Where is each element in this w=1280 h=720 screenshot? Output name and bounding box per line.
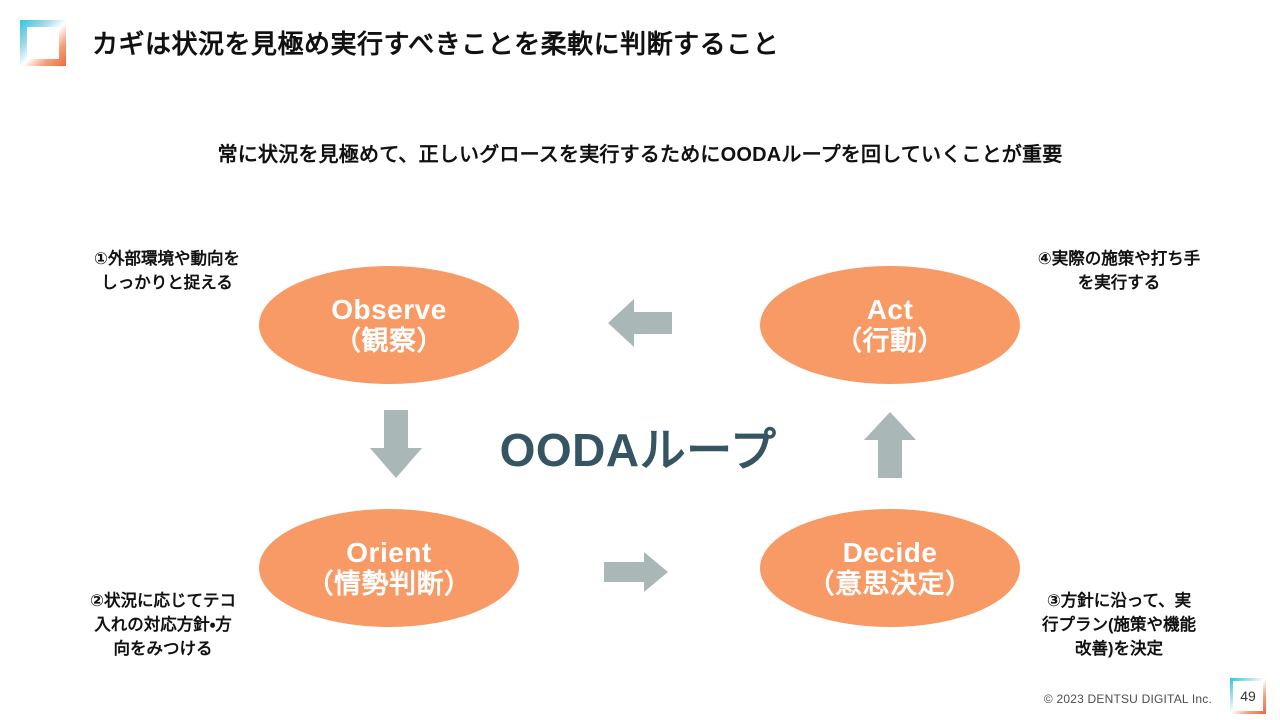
diagram-center-label: OODAループ — [499, 424, 777, 476]
page-title: カギは状況を見極め実行すべきことを柔軟に判断すること — [92, 29, 780, 59]
subtitle-text: 常に状況を見極めて、正しいグロースを実行するためにOODAループを回していくこと… — [217, 144, 1063, 166]
node-decide-en: Decide — [842, 537, 938, 569]
page-number-value: 49 — [1233, 681, 1263, 711]
node-act[interactable]: Act （行動） — [760, 266, 1020, 384]
node-decide[interactable]: Decide （意思決定） — [760, 509, 1020, 627]
annotation-act: ④実際の施策や打ち手 を実行する — [1037, 250, 1201, 292]
node-observe-jp: （観察） — [334, 325, 444, 356]
arrow-left-icon — [608, 295, 672, 351]
node-orient-en: Orient — [346, 537, 432, 569]
node-act-jp: （行動） — [835, 325, 945, 356]
arrow-up-icon — [862, 412, 918, 478]
copyright-text: © 2023 DENTSU DIGITAL Inc. — [1043, 692, 1212, 706]
page-number-badge: 49 — [1230, 678, 1266, 714]
gradient-square-logo-icon — [20, 20, 66, 66]
annotation-observe: ①外部環境や動向を しっかりと捉える — [94, 250, 240, 292]
logo-inner-fill — [27, 27, 59, 59]
node-orient-jp: （情勢判断） — [306, 568, 472, 599]
node-orient[interactable]: Orient （情勢判断） — [259, 509, 519, 627]
node-act-en: Act — [866, 294, 914, 326]
annotation-orient: ②状況に応じてテコ 入れの対応方針・方 向をみつける — [90, 592, 236, 658]
arrow-down-icon — [368, 410, 424, 478]
node-observe-en: Observe — [331, 294, 447, 326]
arrow-right-icon — [604, 550, 668, 594]
node-decide-jp: （意思決定） — [807, 568, 973, 599]
annotation-decide: ③方針に沿って、実 行プラン(施策や機能 改善)を決定 — [1042, 592, 1196, 658]
node-observe[interactable]: Observe （観察） — [259, 266, 519, 384]
